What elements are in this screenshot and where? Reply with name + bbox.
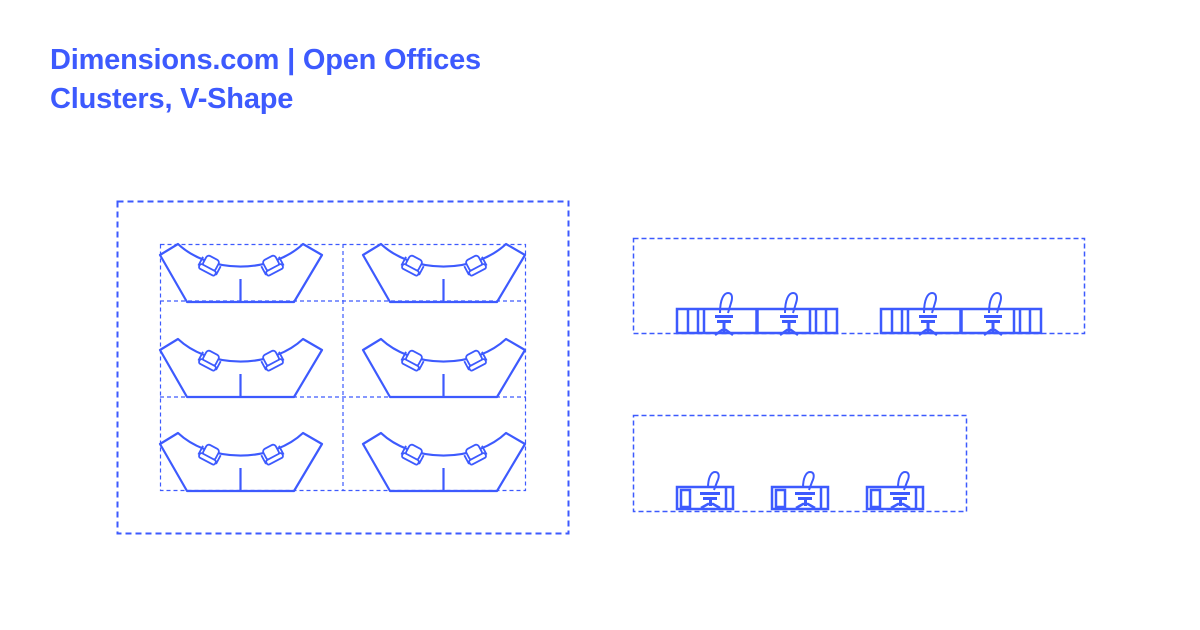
title-line-1: Dimensions.com | Open Offices	[50, 44, 481, 76]
page-title: Dimensions.com | Open Offices Clusters, …	[50, 41, 481, 119]
cluster-r1-c1	[158, 242, 324, 304]
front-desk-group-2	[881, 293, 1041, 335]
title-line-2: Clusters, V-Shape	[50, 83, 294, 115]
cluster-r1-c2	[361, 242, 527, 304]
side-desk-3	[865, 470, 925, 511]
front-elevation-boundary	[632, 237, 1086, 335]
cluster-r2-c2	[361, 337, 527, 399]
front-desk-group-1	[677, 293, 837, 335]
front-elevation	[632, 237, 1086, 336]
plan-view	[116, 200, 570, 535]
cluster-r3-c2	[361, 431, 527, 493]
cluster-r3-c1	[158, 431, 324, 493]
plan-outer-boundary	[116, 200, 570, 535]
side-elevation	[632, 414, 968, 513]
side-desk-1	[675, 470, 735, 511]
side-desk-2	[770, 470, 830, 511]
side-elevation-boundary	[632, 414, 968, 513]
cluster-r2-c1	[158, 337, 324, 399]
